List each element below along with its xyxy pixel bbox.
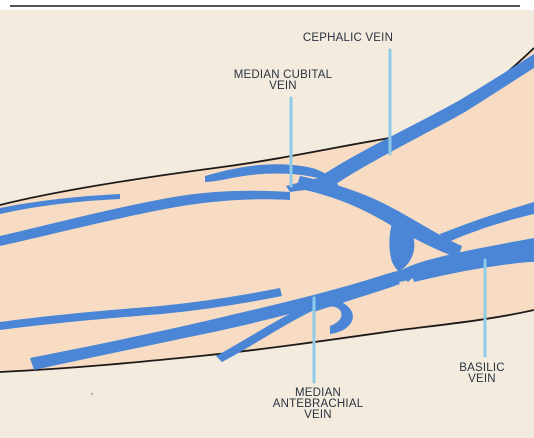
top-frame-strip xyxy=(0,0,534,10)
label-cephalic-vein-text: CEPHALIC VEIN xyxy=(278,33,418,44)
label-median-antebrachial-vein: MEDIAN ANTEBRACHIAL VEIN xyxy=(248,388,388,421)
label-median-antebrachial-line3: VEIN xyxy=(248,410,388,421)
label-median-cubital-line2: VEIN xyxy=(208,81,358,92)
label-cephalic-vein: CEPHALIC VEIN xyxy=(278,33,418,44)
label-median-cubital-vein: MEDIAN CUBITAL VEIN xyxy=(208,70,358,92)
label-basilic-line2: VEIN xyxy=(432,374,532,385)
paper-speck xyxy=(91,393,93,395)
label-basilic-vein: BASILIC VEIN xyxy=(432,363,532,385)
